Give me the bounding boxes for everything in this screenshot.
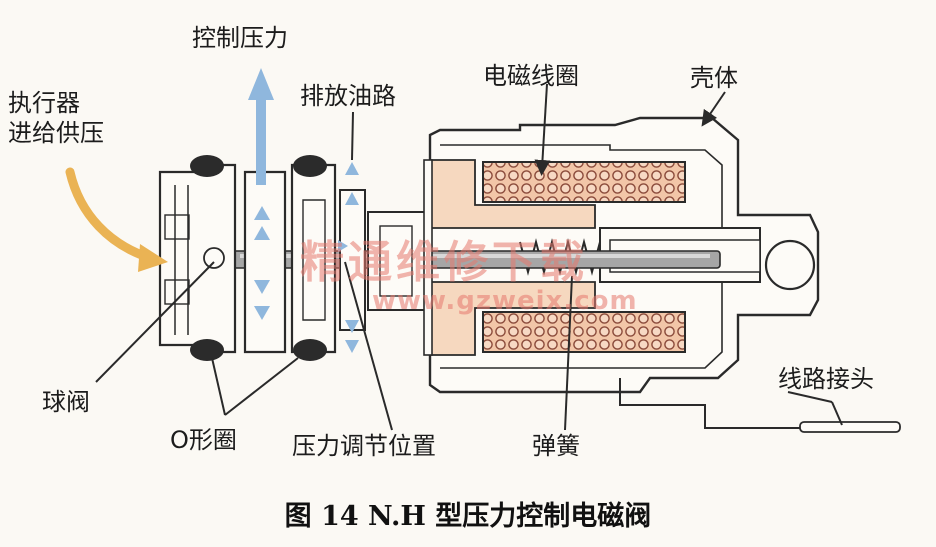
label-pressure-regulating-position: 压力调节位置 — [292, 432, 436, 460]
watermark-url: www.gzweix.com — [372, 286, 638, 316]
label-wire-connector: 线路接头 — [778, 365, 874, 393]
wire — [799, 421, 901, 433]
label-solenoid-coil: 电磁线圈 — [483, 62, 579, 90]
leader-lines — [95, 83, 843, 431]
watermark-text: 精通维修下载 — [300, 237, 588, 288]
figure-caption: 图 14 N.H 型压力控制电磁阀 — [284, 501, 652, 532]
label-ball-valve: 球阀 — [42, 388, 90, 416]
o-ring-1 — [190, 155, 224, 177]
o-ring-4 — [293, 339, 327, 361]
label-o-ring: O形圈 — [170, 426, 237, 454]
supply-arrow — [65, 167, 155, 263]
end-ball — [764, 239, 816, 291]
housing-inner — [440, 144, 723, 369]
coil-lower — [482, 311, 686, 353]
shaft-highlight — [240, 254, 710, 258]
core-flange — [423, 159, 433, 356]
label-spring: 弹簧 — [532, 432, 580, 460]
o-ring-2 — [190, 339, 224, 361]
label-housing: 壳体 — [690, 64, 738, 92]
label-actuator-supply: 执行器 进给供压 — [8, 89, 104, 147]
flow-arrows — [248, 68, 359, 353]
label-control-pressure: 控制压力 — [192, 24, 288, 52]
ball-valve — [203, 247, 225, 269]
coil-upper — [482, 161, 686, 203]
control-pressure-arrow — [248, 68, 274, 185]
label-drain-path: 排放油路 — [300, 82, 396, 110]
o-ring-3 — [293, 155, 327, 177]
middle-body — [243, 170, 287, 354]
